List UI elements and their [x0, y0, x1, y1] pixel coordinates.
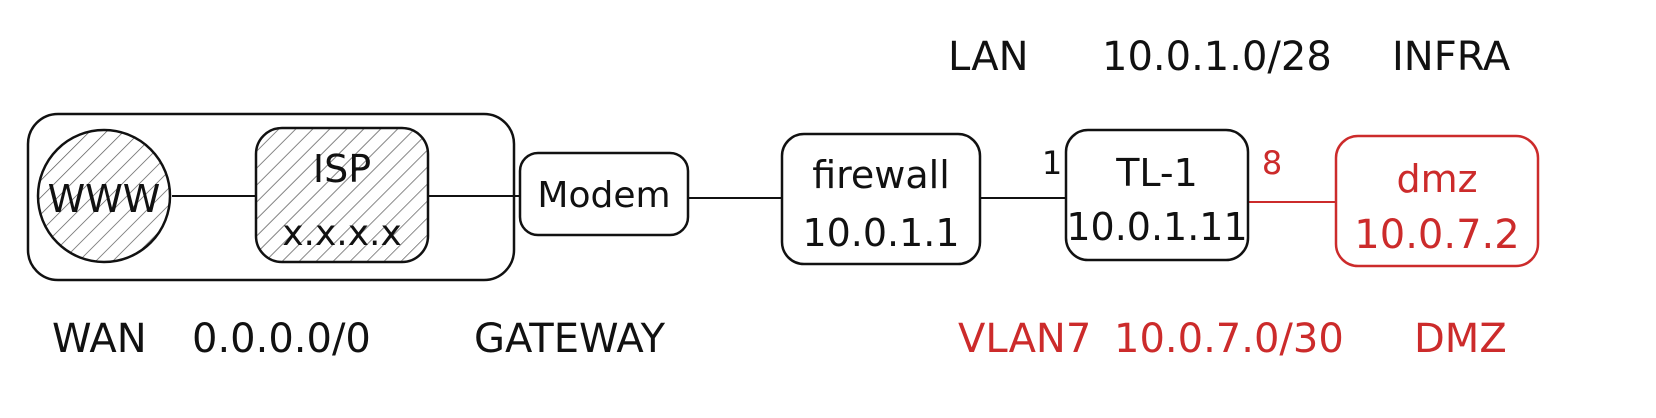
vlan7-network-label: VLAN7 10.0.7.0/30 DMZ — [958, 316, 1507, 362]
isp-label: ISP — [313, 147, 371, 191]
isp-box — [254, 126, 430, 264]
dmz-label: dmz — [1396, 157, 1477, 201]
firewall-box — [780, 132, 982, 266]
switch-port-in-label: 1 — [1042, 144, 1062, 182]
isp-node[interactable]: ISP x.x.x.x — [254, 126, 430, 264]
dmz-node[interactable]: dmz 10.0.7.2 — [1334, 134, 1540, 268]
vlan7-zone: DMZ — [1414, 316, 1507, 362]
www-globe-shape — [36, 128, 172, 264]
firewall-label: firewall — [812, 153, 950, 197]
lan-name: LAN — [948, 34, 1029, 80]
vlan7-name: VLAN7 — [958, 316, 1091, 362]
www-label: WWW — [48, 177, 161, 221]
wan-network-label: WAN 0.0.0.0/0 GATEWAY — [52, 316, 666, 362]
vlan7-subnet: 10.0.7.0/30 — [1114, 316, 1344, 362]
firewall-node[interactable]: firewall 10.0.1.1 — [780, 132, 982, 266]
firewall-address: 10.0.1.1 — [802, 211, 959, 255]
modem-box — [518, 151, 690, 237]
wan-zone: GATEWAY — [474, 316, 666, 362]
lan-subnet: 10.0.1.0/28 — [1102, 34, 1332, 80]
dmz-box — [1334, 134, 1540, 268]
wan-name: WAN — [52, 316, 147, 362]
dmz-address: 10.0.7.2 — [1354, 212, 1519, 258]
wan-group-box — [26, 112, 516, 282]
lan-network-label: LAN 10.0.1.0/28 INFRA — [948, 34, 1511, 80]
wan-subnet: 0.0.0.0/0 — [192, 316, 371, 362]
modem-label: Modem — [537, 175, 670, 216]
lan-zone: INFRA — [1392, 34, 1511, 80]
switch-node[interactable]: TL-1 10.0.1.11 — [1064, 128, 1250, 262]
switch-port-dmz-label: 8 — [1262, 144, 1282, 182]
isp-address: x.x.x.x — [282, 213, 402, 254]
switch-box — [1064, 128, 1250, 262]
www-node[interactable]: WWW — [36, 128, 172, 264]
switch-address: 10.0.1.11 — [1066, 205, 1247, 249]
modem-node[interactable]: Modem — [518, 151, 690, 237]
switch-label: TL-1 — [1115, 151, 1198, 195]
